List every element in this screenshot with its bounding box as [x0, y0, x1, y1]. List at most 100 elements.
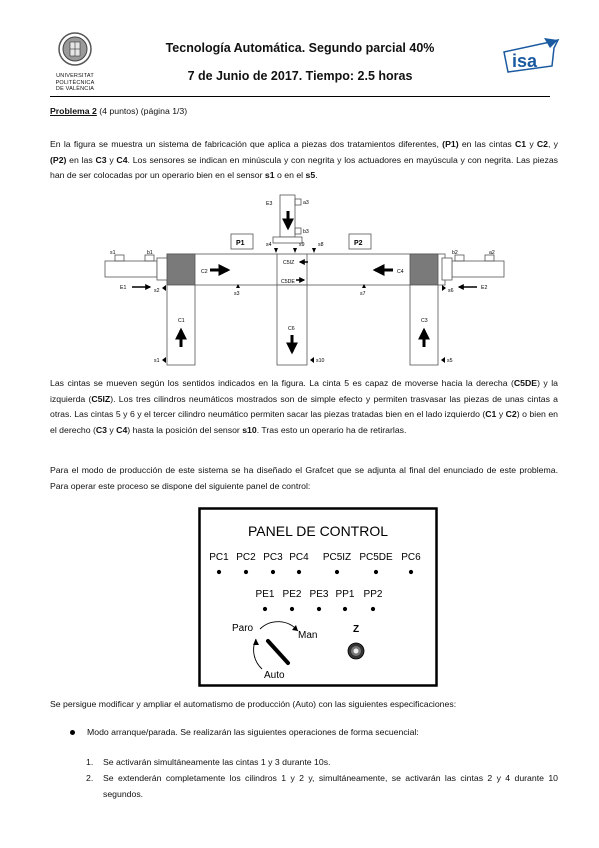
button-pc4[interactable] [296, 569, 302, 575]
intro-text-6: y [106, 154, 117, 165]
button-pc6[interactable] [408, 569, 414, 575]
upv-name-line2: POLITÈCNICA [55, 79, 95, 86]
problem-heading: Problema 2 (4 puntos) (página 1/3) [50, 104, 558, 120]
selector-lever [266, 639, 290, 665]
label-b1: b1 [147, 250, 153, 256]
selector-label-man: Man [298, 630, 317, 641]
intro-paragraph: En la figura se muestra un sistema de fa… [50, 137, 558, 184]
step-2-number: 2. [86, 773, 94, 783]
button-pc1[interactable] [216, 569, 222, 575]
belts-text-5: ) o bien en el derecho ( [50, 409, 558, 435]
belts-text-3: ). Los tres cilindros neumáticos mostrad… [50, 393, 558, 420]
label-a2: a2 [489, 250, 495, 256]
panel-label-pp2: PP2 [364, 589, 383, 600]
label-E1: E1 [120, 285, 126, 291]
panel-label-pp1: PP1 [336, 589, 355, 600]
belts-text-8: . Tras esto un operario ha de retirarlas… [256, 424, 407, 435]
intro-c2: C2 [536, 139, 549, 149]
button-pp2[interactable] [370, 606, 376, 612]
spec-paragraph: Se persigue modificar y ampliar el autom… [50, 699, 457, 709]
button-pe2[interactable] [289, 606, 295, 612]
label-C1: C1 [178, 318, 185, 324]
label-E3: E3 [266, 201, 272, 207]
step-1-number: 1. [86, 757, 94, 767]
panel-label-pc1: PC1 [209, 552, 229, 563]
label-s1-top: s1 [110, 250, 116, 256]
button-pp1[interactable] [342, 606, 348, 612]
label-b2: b2 [452, 250, 458, 256]
problem-title: Problema 2 [50, 106, 97, 116]
button-pc5de[interactable] [373, 569, 379, 575]
header-subtitle: 7 de Junio de 2017. Tiempo: 2.5 horas [187, 69, 413, 83]
upv-name-line3: DE VALÈNCIA [55, 86, 95, 92]
panel-label-pe1: PE1 [256, 589, 275, 600]
label-E2: E2 [481, 285, 487, 291]
header-title: Tecnología Automática. Segundo parcial 4… [165, 41, 435, 55]
panel-label-pe2: PE2 [283, 589, 302, 600]
label-s9: s9 [299, 242, 305, 248]
label-s8: s8 [318, 242, 324, 248]
step-1: 1. Se activarán simultáneamente las cint… [86, 755, 558, 771]
intro-text-7: . Los sensores se indican en minúscula y… [50, 154, 558, 181]
mode-selector-switch[interactable]: Paro Man Auto [232, 621, 317, 681]
panel-label-pc5de: PC5DE [359, 552, 393, 563]
emergency-label-z: Z [353, 624, 359, 635]
label-s4: s4 [266, 242, 272, 248]
problem-points: (4 puntos) (página 1/3) [99, 106, 188, 116]
intro-c4: C4 [116, 154, 128, 165]
intro-text-1: En la figura se muestra un sistema de fa… [50, 139, 443, 149]
panel-label-pc5iz: PC5IZ [323, 552, 351, 563]
intro-text-9: . [315, 170, 318, 181]
step-1-text: Se activarán simultáneamente las cintas … [103, 757, 331, 767]
intro-text-5: en las [66, 154, 96, 165]
button-pe1[interactable] [262, 606, 268, 612]
belts-c3: C3 [95, 424, 107, 435]
intro-c1: C1 [514, 139, 527, 149]
button-pe3[interactable] [316, 606, 322, 612]
selector-label-paro: Paro [232, 623, 254, 634]
panel-label-pc4: PC4 [289, 552, 309, 563]
intro-text-8: o en el [274, 170, 306, 181]
panel-label-pc2: PC2 [236, 552, 256, 563]
panel-label-pe3: PE3 [310, 589, 329, 600]
label-C3: C3 [421, 318, 428, 324]
intro-s1: s1 [264, 170, 275, 181]
belts-c1: C1 [485, 409, 497, 420]
belts-c2: C2 [505, 409, 517, 420]
intro-text-3: y [526, 139, 537, 149]
selector-label-auto: Auto [264, 670, 285, 681]
control-panel: PANEL DE CONTROL PC1 PC2 PC3 PC4 PC5IZ P… [198, 507, 438, 687]
upv-logo: UNIVERSITAT POLITÈCNICA DE VALÈNCIA [50, 30, 100, 92]
emergency-stop-button[interactable] [347, 642, 365, 660]
label-s6: s6 [448, 288, 454, 294]
label-s2: s2 [154, 288, 160, 294]
step-2-text: Se extenderán completamente los cilindro… [103, 773, 558, 799]
isa-logo: isa [500, 36, 560, 76]
button-pc5iz[interactable] [334, 569, 340, 575]
intro-p2: (P2) [50, 154, 67, 165]
belts-text-7: ) hasta la posición del sensor [127, 424, 243, 435]
belts-text-2: ) y la izquierda ( [50, 378, 559, 404]
header-divider [50, 96, 550, 97]
label-s7: s7 [360, 291, 366, 297]
bullet-dot-icon [70, 730, 75, 735]
belts-paragraph: Las cintas se mueven según los sentidos … [50, 376, 558, 438]
intro-p1: (P1) [442, 139, 459, 149]
upv-seal-icon [58, 32, 92, 66]
label-s1-bottom: s1 [154, 358, 160, 364]
bullet-text: Modo arranque/parada. Se realizarán las … [87, 727, 419, 737]
panel-title: PANEL DE CONTROL [248, 523, 388, 539]
intro-text-2: en las cintas [458, 139, 515, 149]
intro-text-4: , y [548, 139, 559, 149]
panel-label-pc3: PC3 [263, 552, 283, 563]
label-P2: P2 [354, 240, 363, 247]
label-a3: a3 [303, 200, 309, 206]
button-pc2[interactable] [243, 569, 249, 575]
label-C5DE: C5DE [281, 279, 295, 285]
label-C2: C2 [201, 269, 208, 275]
manufacturing-system-diagram: E3 a3 b3 P1 P2 s4 s9 s8 s1 b1 b2 a2 C5IZ… [104, 194, 505, 366]
belts-c5iz: C5IZ [91, 393, 111, 404]
belts-text-1: Las cintas se mueven según los sentidos … [50, 378, 514, 388]
label-C6: C6 [288, 326, 295, 332]
button-pc3[interactable] [270, 569, 276, 575]
